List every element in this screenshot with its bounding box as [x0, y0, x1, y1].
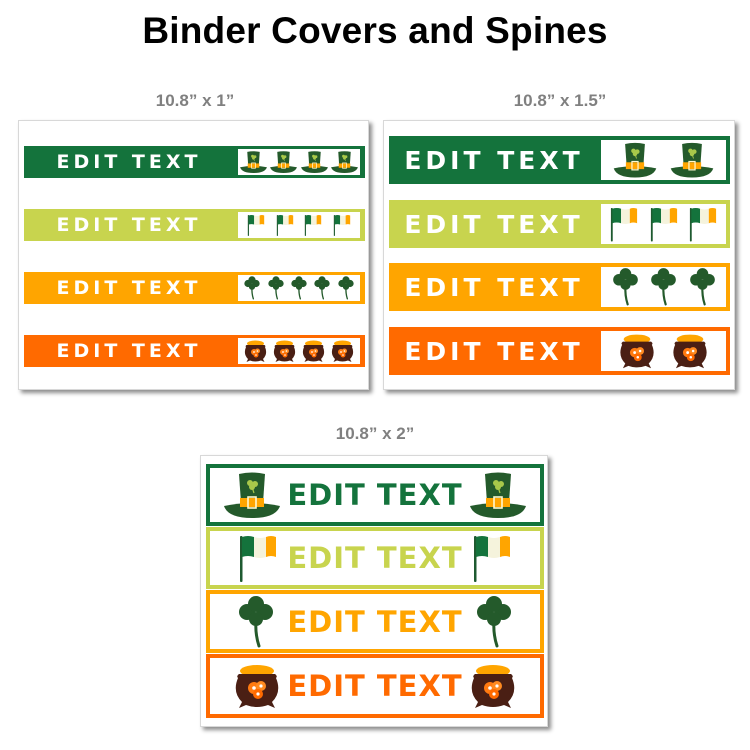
spine-bar-orange[interactable]: EDIT TEXT — [24, 335, 365, 367]
spine-text[interactable]: EDIT TEXT — [404, 336, 584, 366]
spine-bar-green[interactable]: EDIT TEXT — [206, 464, 544, 526]
shamrock-icon — [267, 276, 285, 300]
spine-text[interactable]: EDIT TEXT — [287, 669, 463, 703]
spine-text[interactable]: EDIT TEXT — [404, 272, 584, 302]
spine-text[interactable]: EDIT TEXT — [287, 478, 463, 512]
pot-of-gold-icon — [619, 332, 655, 370]
pot-of-gold-icon — [273, 339, 296, 363]
irish-flag-icon — [303, 213, 323, 237]
icon-strip — [601, 331, 726, 371]
icon-strip — [601, 204, 726, 244]
shamrock-icon — [611, 268, 640, 306]
irish-flag-icon — [236, 532, 280, 584]
shamrock-icon — [474, 595, 514, 648]
irish-flag-icon — [608, 205, 640, 243]
icon-strip — [238, 338, 360, 364]
spine-bar-orange[interactable]: EDIT TEXT — [206, 654, 544, 718]
spine-text[interactable]: EDIT TEXT — [404, 209, 584, 239]
spine-text[interactable]: EDIT TEXT — [287, 604, 463, 639]
page-title: Binder Covers and Spines — [142, 10, 608, 51]
icon-strip — [238, 212, 360, 238]
spine-panel-1in: EDIT TEXT EDIT TEXT EDIT TEXT EDIT TEXT — [18, 120, 369, 390]
shamrock-icon — [290, 276, 308, 300]
pot-of-gold-icon — [470, 662, 516, 710]
leprechaun-hat-icon — [239, 150, 268, 174]
leprechaun-hat-icon — [468, 470, 528, 520]
irish-flag-icon — [687, 205, 719, 243]
spine-bar-amber[interactable]: EDIT TEXT — [206, 590, 544, 653]
size-label-1-5in: 10.8” x 1.5” — [513, 91, 607, 110]
leprechaun-hat-icon — [612, 141, 658, 179]
spine-text[interactable]: EDIT TEXT — [56, 277, 202, 299]
spine-text[interactable]: EDIT TEXT — [56, 214, 202, 236]
shamrock-icon — [649, 268, 678, 306]
pot-of-gold-icon — [672, 332, 708, 370]
irish-flag-icon — [275, 213, 295, 237]
spine-bar-green[interactable]: EDIT TEXT — [389, 136, 730, 184]
shamrock-icon — [688, 268, 717, 306]
leprechaun-hat-icon — [222, 470, 282, 520]
shamrock-icon — [243, 276, 261, 300]
icon-strip — [601, 267, 726, 307]
shamrock-icon — [236, 595, 276, 648]
pot-of-gold-icon — [302, 339, 325, 363]
spine-bar-amber[interactable]: EDIT TEXT — [24, 272, 365, 304]
icon-strip — [238, 149, 360, 175]
leprechaun-hat-icon — [269, 150, 298, 174]
spine-text[interactable]: EDIT TEXT — [56, 340, 202, 362]
icon-strip — [238, 275, 360, 301]
spine-bar-green[interactable]: EDIT TEXT — [24, 146, 365, 178]
irish-flag-icon — [470, 532, 514, 584]
spine-bar-orange[interactable]: EDIT TEXT — [389, 327, 730, 375]
leprechaun-hat-icon — [300, 150, 329, 174]
leprechaun-hat-icon — [669, 141, 715, 179]
spine-bar-lime[interactable]: EDIT TEXT — [389, 200, 730, 248]
spine-panel-2in: EDIT TEXT EDIT TEXT EDIT TEXT EDIT TEXT — [200, 455, 548, 727]
irish-flag-icon — [246, 213, 266, 237]
pot-of-gold-icon — [331, 339, 354, 363]
pot-of-gold-icon — [244, 339, 267, 363]
size-label-1in: 10.8” x 1” — [155, 91, 235, 110]
spine-panel-1-5in: EDIT TEXT EDIT TEXT EDIT TEXT EDIT TEXT — [383, 120, 735, 390]
spine-text[interactable]: EDIT TEXT — [56, 151, 202, 173]
spine-bar-lime[interactable]: EDIT TEXT — [206, 527, 544, 589]
spine-bar-amber[interactable]: EDIT TEXT — [389, 263, 730, 311]
spine-bar-lime[interactable]: EDIT TEXT — [24, 209, 365, 241]
pot-of-gold-icon — [234, 662, 280, 710]
icon-strip — [601, 140, 726, 180]
leprechaun-hat-icon — [330, 150, 359, 174]
spine-text[interactable]: EDIT TEXT — [287, 541, 463, 575]
irish-flag-icon — [332, 213, 352, 237]
irish-flag-icon — [648, 205, 680, 243]
shamrock-icon — [313, 276, 331, 300]
shamrock-icon — [337, 276, 355, 300]
size-label-2in: 10.8” x 2” — [335, 424, 415, 443]
spine-text[interactable]: EDIT TEXT — [404, 145, 584, 175]
